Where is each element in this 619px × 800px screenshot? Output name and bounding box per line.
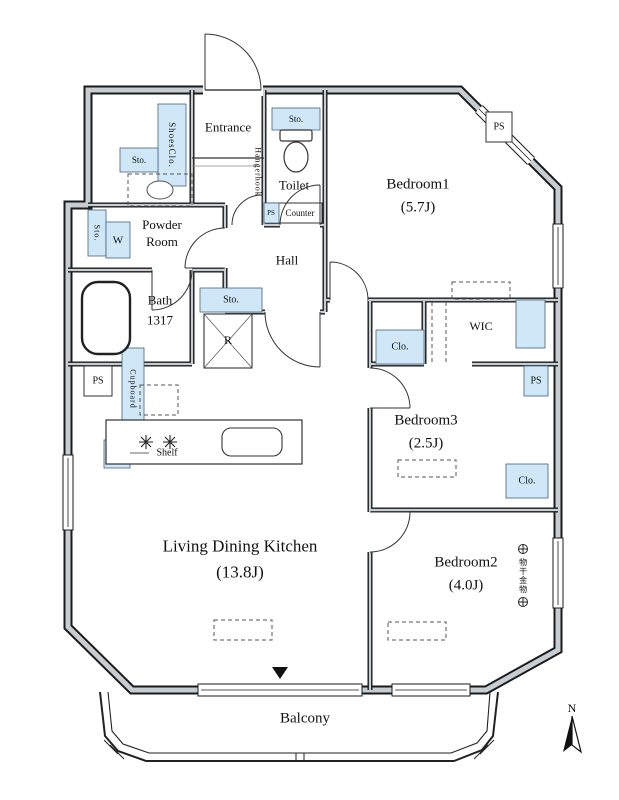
dashed-fixtures [127, 173, 511, 641]
hangerhook-label: Hangerhook [253, 147, 263, 197]
toilet-door-arc [279, 184, 321, 226]
room-label-wic: WIC [469, 319, 493, 334]
ps-label-top-right: PS [493, 121, 505, 133]
closet-label-bedroom2: Clo. [518, 475, 536, 487]
wic-hanger-lines [431, 302, 447, 362]
storage-label-toilet: Sto. [288, 113, 304, 124]
stove-burners-icon [139, 435, 177, 449]
wic-shelf-box [515, 299, 546, 349]
shoes-closet-label: ShoesClo. [167, 122, 178, 168]
north-arrow-icon [563, 715, 583, 754]
room-label-bedroom1: Bedroom1 (5.7J) [386, 174, 449, 219]
room-name: Living Dining Kitchen [162, 536, 318, 556]
north-label: N [567, 701, 577, 716]
toilet-bowl-icon [283, 141, 309, 173]
corridor-door-arc [231, 194, 263, 226]
room-name: Bath [147, 292, 173, 308]
room-name: Bedroom2 [434, 554, 498, 571]
balcony-access-marker [272, 667, 288, 679]
shelf-label: Shelf [156, 447, 178, 459]
hall-ldk-door-arc [264, 311, 321, 368]
balcony-outline [99, 691, 499, 762]
room-label-balcony: Balcony [280, 710, 330, 727]
bedroom3-door-arc [369, 367, 411, 409]
toilet-tank-icon [279, 129, 313, 142]
ps-box-top-right [485, 111, 513, 143]
fixtures [80, 129, 528, 679]
room-label-toilet: Toilet [278, 177, 310, 193]
closet-label-bedroom3: Clo. [391, 341, 409, 353]
room-label-ldk: Living Dining Kitchen (13.8J) [163, 534, 318, 585]
ps-label-bath: PS [92, 375, 104, 387]
washer-label: W [112, 234, 124, 247]
shoes-closet-box [157, 103, 187, 187]
room-size: 1317 [147, 312, 173, 327]
washer-box [105, 221, 131, 259]
room-label-bath: Bath 1317 [147, 291, 173, 330]
storage-box-hall [199, 287, 263, 313]
room-label-entrance: Entrance [204, 119, 252, 135]
refrigerator-label: R [223, 333, 233, 348]
laundry-hardware-label: 物干金物 [518, 558, 528, 594]
room-size: (4.0J) [448, 577, 484, 593]
ps-label-right: PS [530, 375, 542, 387]
room-name: Bedroom1 [386, 176, 450, 193]
kitchen-sink-icon [221, 427, 283, 457]
room-name: Bedroom3 [394, 412, 458, 429]
ps-box-bath [83, 365, 113, 397]
entrance-door-arc [204, 33, 262, 91]
room-label-powder-room: Powder Room [142, 217, 182, 249]
basin-icon [146, 180, 174, 200]
ps-chip-counter [263, 202, 280, 224]
room-label-hall: Hall [275, 252, 299, 268]
storage-label-left: Sto. [92, 224, 102, 242]
powder-door-arc [184, 227, 226, 269]
room-size: (5.7J) [400, 199, 436, 215]
closet-box-bedroom3 [375, 329, 425, 365]
vanity-outline [127, 173, 193, 207]
storage-label-entry: Sto. [131, 154, 147, 165]
refrigerator-box [203, 313, 253, 369]
room-size: (2.5J) [408, 435, 444, 451]
closet-box-bedroom2 [505, 463, 549, 499]
bedroom1-door-arc [329, 261, 369, 301]
bath-door-arc [151, 269, 193, 311]
entrance-opening [192, 84, 264, 167]
storage-box-entry [119, 147, 159, 173]
counter-label: Counter [285, 207, 315, 218]
door-arcs [151, 33, 411, 553]
ps-box-right [523, 365, 549, 397]
bathtub-icon [80, 280, 132, 356]
laundry-hardware-icons [518, 544, 528, 607]
storage-boxes [87, 103, 549, 499]
room-size: (13.8J) [216, 562, 264, 581]
storage-label-hall: Sto. [223, 294, 239, 306]
bedroom2-door-arc [369, 511, 411, 553]
room-label-bedroom3: Bedroom3 (2.5J) [394, 410, 457, 455]
ps-label-counter: PS [267, 208, 275, 217]
room-label-bedroom2: Bedroom2 (4.0J) [434, 552, 497, 597]
cupboard-label: Cupboard [128, 369, 138, 409]
